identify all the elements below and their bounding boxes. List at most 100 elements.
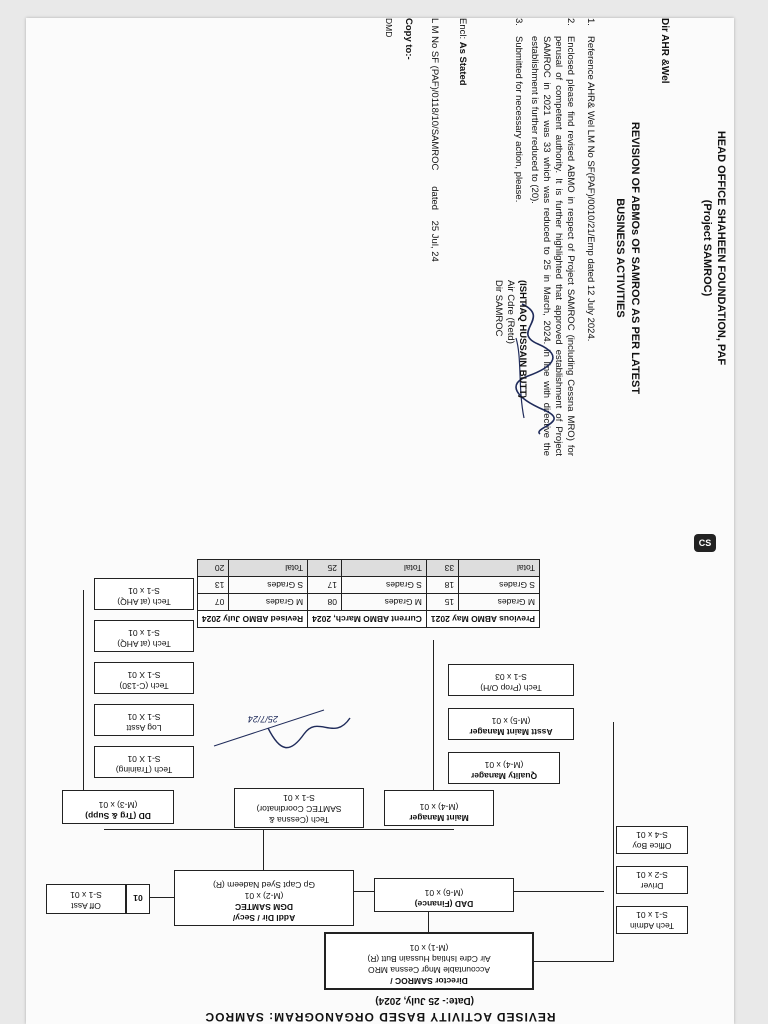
box-tech-training: Tech (Training) S-1 X 01 [94, 746, 194, 778]
table-cell: 20 [197, 559, 229, 577]
table-row: M Grades 15 M Grades 08 M Grades 07 [197, 593, 540, 611]
dated-value: 25 Jul, 24 [429, 220, 440, 262]
table-cell: S Grades [458, 576, 540, 594]
abmo-summary-table: Previous ABMO May 2021 Current ABMO Marc… [197, 559, 540, 628]
initials-date: 25/7/24 [247, 714, 278, 724]
box-line: Log Asstt [126, 723, 162, 733]
copy-to-label: Copy to:- [403, 18, 414, 60]
box-tech-admin: Tech Admin S-1 x 01 [616, 906, 688, 934]
table-cell: M Grades [458, 593, 540, 611]
table-row: Total 33 Total 25 Total 20 [197, 559, 540, 577]
box-line: S-1 X 01 [127, 754, 161, 764]
box-line: Off Asst [71, 901, 101, 911]
box-office-boy: Office Boy S-4 x 01 [616, 826, 688, 854]
box-line: S-1 x 03 [495, 672, 527, 682]
table-header: Current ABMO March, 2024 [307, 610, 427, 628]
box-line: S-1 x 01 [128, 628, 160, 638]
lm-number: L M No SF (PAF)/0118/10/SAMROC [429, 18, 440, 171]
paragraph-text: Reference AHR& Wel LM No SF(PAF)/0010/21… [585, 36, 596, 342]
table-cell: 13 [197, 576, 229, 594]
paragraph-number: 3. [513, 18, 524, 26]
subject-line-1: REVISION OF ABMOs OF SAMROC AS PER LATES… [629, 121, 641, 395]
table-cell: S Grades [228, 576, 308, 594]
table-cell: 18 [426, 576, 459, 594]
organogram-date: (Date:- 25 July, 2024) [375, 995, 474, 1006]
box-line: Asstt Maint Manager [469, 727, 553, 737]
table-cell: Total [458, 559, 540, 577]
table-cell: 25 [307, 559, 342, 577]
box-tech-prop: Tech (Prop O/H) S-1 x 03 [448, 664, 574, 696]
box-line: Tech (at AHQ) [117, 597, 171, 607]
box-line: Tech (at AHQ) [117, 639, 171, 649]
box-line: Accountable Mngr Cessna MRO [368, 965, 490, 975]
box-line: Tech (Training) [115, 765, 173, 775]
subject-line-2: BUSINESS ACTIVITIES [614, 198, 626, 318]
memo-section: HEAD OFFICE SHAHEEN FOUNDATION, PAF (Pro… [46, 18, 746, 478]
box-quality-manager: Quality Manager (M-4) x 01 [448, 752, 560, 784]
organogram-title: REVISED ACTIVITY BASED ORGANOGRAM: SAMRO… [204, 1010, 556, 1024]
box-director: Director SAMROC / Accountable Mngr Cessn… [324, 932, 534, 990]
memo-subject: REVISION OF ABMOs OF SAMROC AS PER LATES… [612, 68, 642, 448]
box-line: Tech (Cessna & [269, 815, 329, 825]
box-line: S-1 x 01 [70, 890, 102, 900]
table-header: Revised ABMO July 2024 [197, 610, 308, 628]
memo-header: HEAD OFFICE SHAHEEN FOUNDATION, PAF (Pro… [700, 18, 728, 478]
org-name: HEAD OFFICE SHAHEEN FOUNDATION, PAF [715, 130, 727, 366]
box-dd-trg: DD (Trg & Supp) (M-3) x 01 [62, 790, 174, 824]
connector-line [150, 897, 174, 898]
box-line: DAD (Finance) [414, 899, 474, 909]
lm-number-line: L M No SF (PAF)/0118/10/SAMROC dated 25 … [429, 18, 440, 262]
handwritten-signature [515, 303, 555, 435]
camscanner-badge: CS [694, 534, 716, 552]
box-line: Tech (C-130) [119, 681, 169, 691]
box-line: Gp Capt Syed Nadeem (R) [212, 880, 316, 890]
connector-line [613, 722, 614, 962]
box-line: (M-3) x 01 [98, 800, 138, 810]
box-line: (M-4) x 01 [484, 760, 524, 770]
connector-line [263, 830, 264, 870]
table-cell: M Grades [228, 593, 308, 611]
connector-line [104, 829, 454, 830]
encl-value: As Stated [457, 41, 468, 86]
table-cell: Total [341, 559, 427, 577]
dated-label: dated [429, 186, 440, 211]
org-project: (Project SAMROC) [701, 199, 713, 297]
box-line: (M-4) x 01 [419, 802, 459, 812]
box-dad-finance: DAD (Finance) (M-6) x 01 [374, 878, 514, 912]
table-cell: 33 [426, 559, 459, 577]
paragraph-number: 1. [585, 18, 596, 26]
signatory-name: (ISHTIAQ HUSSAIN BUTT) [517, 280, 528, 399]
box-line: Tech Admin [630, 921, 674, 931]
table-cell: 07 [197, 593, 229, 611]
box-line: DGM SAMTEC [234, 902, 294, 912]
box-addl-dir: Addl Dir / Secy/ DGM SAMTEC (M-2) x 01 G… [174, 870, 354, 926]
box-driver: Driver S-2 x 01 [616, 866, 688, 894]
box-line: Office Boy [632, 841, 672, 851]
table-cell: Total [228, 559, 308, 577]
table-header-row: Previous ABMO May 2021 Current ABMO Marc… [197, 610, 540, 628]
box-line: Tech (Prop O/H) [480, 683, 542, 693]
box-line: S-1 x 01 [636, 910, 668, 920]
box-tech-c130: Tech (C-130) S-1 X 01 [94, 662, 194, 694]
enclosure-line: Encl: As Stated [457, 18, 468, 86]
signatory-rank: Air Cdre (Retd) [505, 280, 516, 344]
box-line: S-1 x 01 [283, 793, 315, 803]
signature-block: (ISHTIAQ HUSSAIN BUTT) Air Cdre (Retd) D… [492, 280, 528, 398]
box-line: S-1 X 01 [127, 712, 161, 722]
paragraph-number: 2. [565, 18, 576, 26]
connector-line [83, 590, 84, 790]
box-line: Driver [640, 881, 664, 891]
box-tech-ahq-1: Tech (at AHQ) S-1 x 01 [94, 620, 194, 652]
box-line: SAMTEC Coordinator) [256, 804, 342, 814]
table-cell: 17 [307, 576, 342, 594]
box-line: S-2 x 01 [636, 870, 668, 880]
box-line: S-1 X 01 [127, 670, 161, 680]
connector-line [433, 640, 434, 790]
box-maint-manager: Maint Manager (M-4) x 01 [384, 790, 494, 826]
box-line: Director SAMROC / [390, 976, 468, 986]
box-log-asst: Log Asstt S-1 X 01 [94, 704, 194, 736]
box-line: S-1 x 01 [128, 586, 160, 596]
box-off-asst: Off Asst S-1 x 01 [46, 884, 126, 914]
table-cell: S Grades [341, 576, 427, 594]
memo-recipient: Dir AHR &Wel [659, 18, 670, 84]
